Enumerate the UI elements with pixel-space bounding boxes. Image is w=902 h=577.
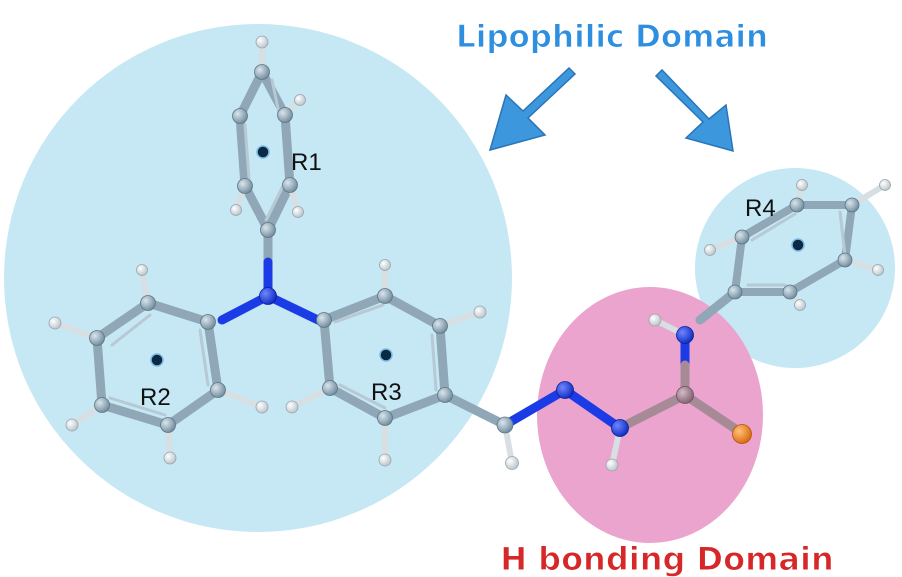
ring-center-r4 <box>791 238 805 252</box>
arrow-to-left-region <box>488 66 577 152</box>
atoms <box>48 35 891 472</box>
ring-center-r2 <box>150 353 164 367</box>
lipophilic-domain-title: Lipophilic Domain <box>456 19 768 55</box>
lipophilic-region-right <box>695 168 895 368</box>
h-bonding-domain-title: H bonding Domain <box>500 540 834 577</box>
arrow-to-right-region <box>654 68 734 153</box>
sulfur-atom <box>732 424 752 444</box>
ring-label-r3: R3 <box>371 379 402 406</box>
ring-center-markers <box>150 145 805 367</box>
ring-center-r3 <box>379 348 393 362</box>
ring-label-r4: R4 <box>745 195 776 222</box>
ring-center-r1 <box>256 145 270 159</box>
ring-label-r1: R1 <box>291 149 322 176</box>
ring-label-r2: R2 <box>140 384 171 411</box>
bonds <box>52 39 888 468</box>
lipophilic-region-left <box>4 24 512 532</box>
